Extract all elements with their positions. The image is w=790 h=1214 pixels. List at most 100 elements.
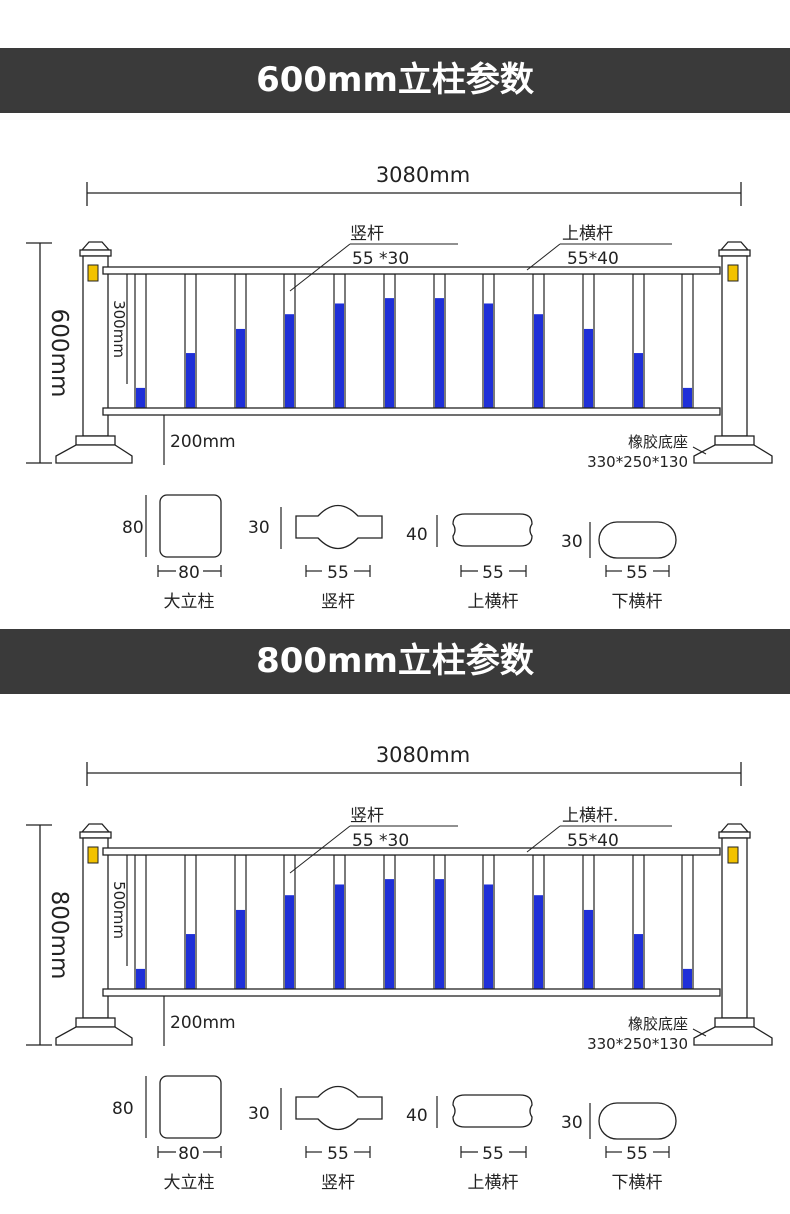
section-1-title: 600mm立柱参数 [0, 48, 790, 113]
width-dimension: 3080mm [86, 163, 742, 206]
bottom-rail [102, 988, 721, 997]
top-rail-section-width: 55 [482, 1144, 504, 1164]
fill-height-label: 500mm [110, 881, 128, 939]
section-2-title: 800mm立柱参数 [0, 629, 790, 694]
blue-fill [385, 298, 394, 408]
base-name: 橡胶底座 [628, 433, 688, 451]
blue-fill [435, 879, 444, 989]
vertical-bar-section: 30 55 竖杆 [248, 504, 383, 612]
height-dimension: 800mm [26, 824, 72, 1046]
vertical-bar-callout: 竖杆 55 *30 [289, 224, 458, 292]
top-bar-callout: 上横杆. 55*40 [526, 806, 672, 853]
base-size: 330*250*130 [587, 1035, 688, 1053]
blue-fill [683, 968, 692, 989]
blue-fill [186, 353, 195, 408]
gap-label: 200mm [170, 432, 236, 452]
bottom-rail-section-height: 30 [561, 532, 583, 552]
left-post [55, 241, 133, 464]
top-rail-section-name: 上横杆 [468, 592, 519, 612]
blue-fill [285, 895, 294, 989]
top-rail-section-width: 55 [482, 563, 504, 583]
width-dimension: 3080mm [86, 743, 742, 786]
bottom-rail-section-name: 下横杆 [612, 592, 663, 612]
top-bar-name: 上横杆 [562, 224, 613, 244]
vertical-bar-section-height: 30 [248, 518, 270, 538]
top-bar-callout: 上横杆 55*40 [526, 224, 672, 271]
vertical-bar-callout: 竖杆 55 *30 [289, 806, 458, 874]
gap-label: 200mm [170, 1013, 236, 1033]
blue-fill [683, 387, 692, 408]
blue-fill [136, 387, 145, 408]
post-section: 80 80 大立柱 [122, 494, 222, 612]
vertical-bar-name: 竖杆 [350, 224, 384, 244]
bottom-rail-section-width: 55 [626, 1144, 648, 1164]
fence-diagram-800: 3080mm 800mm 500mm 200mm 竖杆 55 *30 [26, 743, 773, 1053]
blue-fill [236, 328, 245, 408]
blue-fill [186, 934, 195, 989]
bottom-rail-section-height: 30 [561, 1113, 583, 1133]
blue-fill [385, 879, 394, 989]
vertical-bar-size: 55 *30 [352, 831, 409, 851]
blue-fill [435, 298, 444, 408]
gap-dimension: 200mm [163, 415, 236, 465]
fill-height-dimension: 500mm [110, 855, 128, 966]
bottom-rail-section: 30 55 下横杆 [561, 1102, 677, 1193]
vertical-bar-section-name: 竖杆 [321, 1173, 355, 1193]
fence-diagram-600: 3080mm 600mm 300mm 200mm [26, 163, 773, 471]
bottom-rail-section: 30 55 下横杆 [561, 521, 677, 612]
vertical-bar-section-height: 30 [248, 1104, 270, 1124]
blue-fill [634, 934, 643, 989]
base-size: 330*250*130 [587, 453, 688, 471]
vertical-bar-size: 55 *30 [352, 249, 409, 269]
blue-fill [534, 314, 543, 408]
blue-fill [335, 303, 344, 408]
base-callout: 橡胶底座 330*250*130 [587, 433, 707, 471]
total-width-label: 3080mm [376, 163, 470, 187]
height-dimension: 600mm [26, 242, 72, 464]
fill-height-dimension: 300mm [110, 274, 128, 384]
vertical-bar-name: 竖杆 [350, 806, 384, 826]
blue-fill [484, 884, 493, 989]
cross-sections-800: 80 80 大立柱 30 55 竖杆 40 55 上横杆 30 [112, 1075, 677, 1193]
bottom-rail-section-name: 下横杆 [612, 1173, 663, 1193]
right-post [693, 241, 773, 464]
vertical-bar-section: 30 55 竖杆 [248, 1085, 383, 1193]
blue-fill [634, 353, 643, 408]
blue-fill [236, 909, 245, 989]
vertical-bars [134, 854, 694, 990]
top-rail [102, 847, 721, 856]
bottom-rail [102, 407, 721, 416]
post-section-name: 大立柱 [164, 592, 215, 612]
blue-fill [335, 884, 344, 989]
blue-fill [584, 328, 593, 408]
post-section-name: 大立柱 [164, 1173, 215, 1193]
top-bar-size: 55*40 [567, 249, 619, 269]
base-name: 橡胶底座 [628, 1015, 688, 1033]
post-section-height: 80 [112, 1099, 134, 1119]
blue-fill [136, 968, 145, 989]
right-post [693, 823, 773, 1046]
top-rail-section: 40 55 上横杆 [406, 1094, 533, 1193]
cross-sections-600: 80 80 大立柱 30 55 竖杆 40 55 上横杆 30 [122, 494, 677, 612]
blue-fill [484, 303, 493, 408]
blue-fill [584, 909, 593, 989]
post-section-width: 80 [178, 563, 200, 583]
post-section-width: 80 [178, 1144, 200, 1164]
gap-dimension: 200mm [163, 996, 236, 1046]
vertical-bars [134, 273, 694, 409]
vertical-bar-section-width: 55 [327, 1144, 349, 1164]
top-bar-name: 上横杆. [562, 806, 618, 826]
vertical-bar-section-width: 55 [327, 563, 349, 583]
post-section-height: 80 [122, 518, 144, 538]
top-rail [102, 266, 721, 275]
bottom-rail-section-width: 55 [626, 563, 648, 583]
post-section: 80 80 大立柱 [112, 1075, 222, 1193]
fill-height-label: 300mm [110, 300, 128, 358]
top-rail-section: 40 55 上横杆 [406, 513, 533, 612]
blue-fill [534, 895, 543, 989]
top-rail-section-name: 上横杆 [468, 1173, 519, 1193]
top-rail-section-height: 40 [406, 1106, 428, 1126]
base-callout: 橡胶底座 330*250*130 [587, 1015, 707, 1053]
total-width-label: 3080mm [376, 743, 470, 767]
vertical-bar-section-name: 竖杆 [321, 592, 355, 612]
